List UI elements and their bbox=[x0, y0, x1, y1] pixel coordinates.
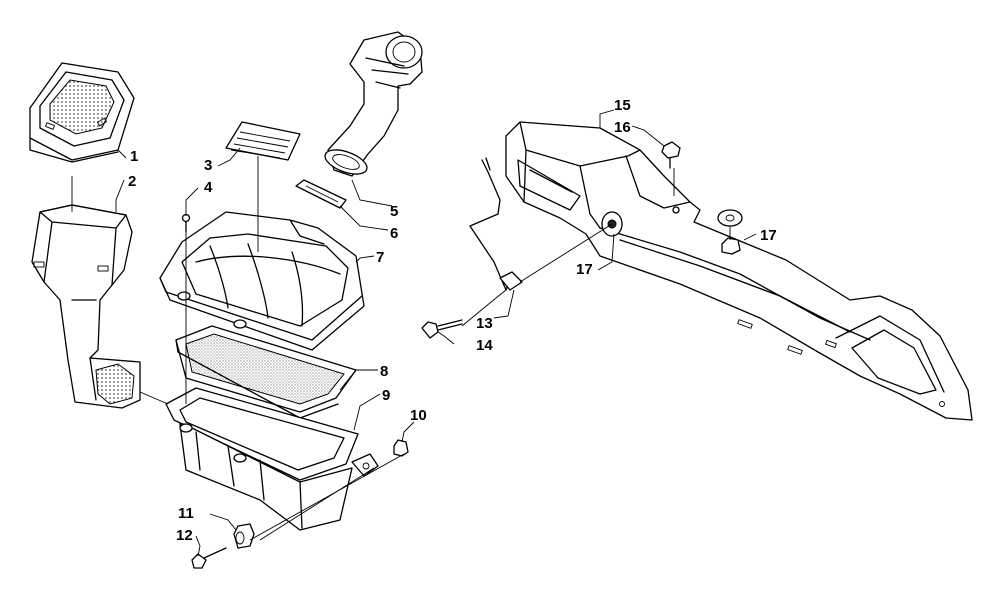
callout-3: 3 bbox=[204, 157, 212, 174]
callout-17-right: 17 bbox=[760, 227, 777, 244]
part-9-airbox-base bbox=[165, 387, 379, 531]
callout-15: 15 bbox=[614, 97, 631, 114]
part-8-filter bbox=[175, 325, 357, 419]
callout-16: 16 bbox=[614, 119, 631, 136]
part-17-washer bbox=[717, 209, 743, 227]
part-5-boot-hose bbox=[324, 31, 423, 177]
callout-5: 5 bbox=[390, 203, 398, 220]
callout-10: 10 bbox=[410, 407, 427, 424]
callout-11: 11 bbox=[178, 505, 194, 522]
callout-17-left: 17 bbox=[576, 261, 593, 278]
callout-labels: 1 2 3 4 5 6 7 8 9 10 11 12 13 14 15 16 1… bbox=[128, 97, 777, 544]
callout-8: 8 bbox=[380, 363, 388, 380]
part-11-grommet bbox=[233, 523, 255, 549]
part-7-airbox-cover bbox=[159, 211, 365, 351]
part-16-bolt bbox=[661, 141, 681, 169]
callout-2: 2 bbox=[128, 173, 136, 190]
part-2-intake-duct bbox=[31, 204, 141, 409]
callout-12: 12 bbox=[176, 527, 193, 544]
callout-13: 13 bbox=[476, 315, 493, 332]
part-14-bolt bbox=[421, 319, 463, 339]
part-1-intake-screen bbox=[29, 62, 135, 163]
part-15-intake-silencer bbox=[505, 121, 973, 421]
part-12-screw bbox=[191, 547, 227, 569]
part-13-rod bbox=[469, 157, 523, 291]
callout-14: 14 bbox=[476, 337, 493, 354]
callout-1: 1 bbox=[130, 148, 138, 165]
part-3-decal bbox=[225, 121, 301, 161]
callout-4: 4 bbox=[204, 179, 213, 196]
callout-9: 9 bbox=[382, 387, 390, 404]
callout-6: 6 bbox=[390, 225, 398, 242]
part-17-nut bbox=[721, 237, 741, 255]
leader-lines bbox=[71, 109, 757, 557]
part-6-clamp bbox=[295, 179, 347, 209]
part-4-screw bbox=[181, 213, 191, 233]
part-10-grommet bbox=[393, 439, 409, 457]
callout-7: 7 bbox=[376, 249, 384, 266]
